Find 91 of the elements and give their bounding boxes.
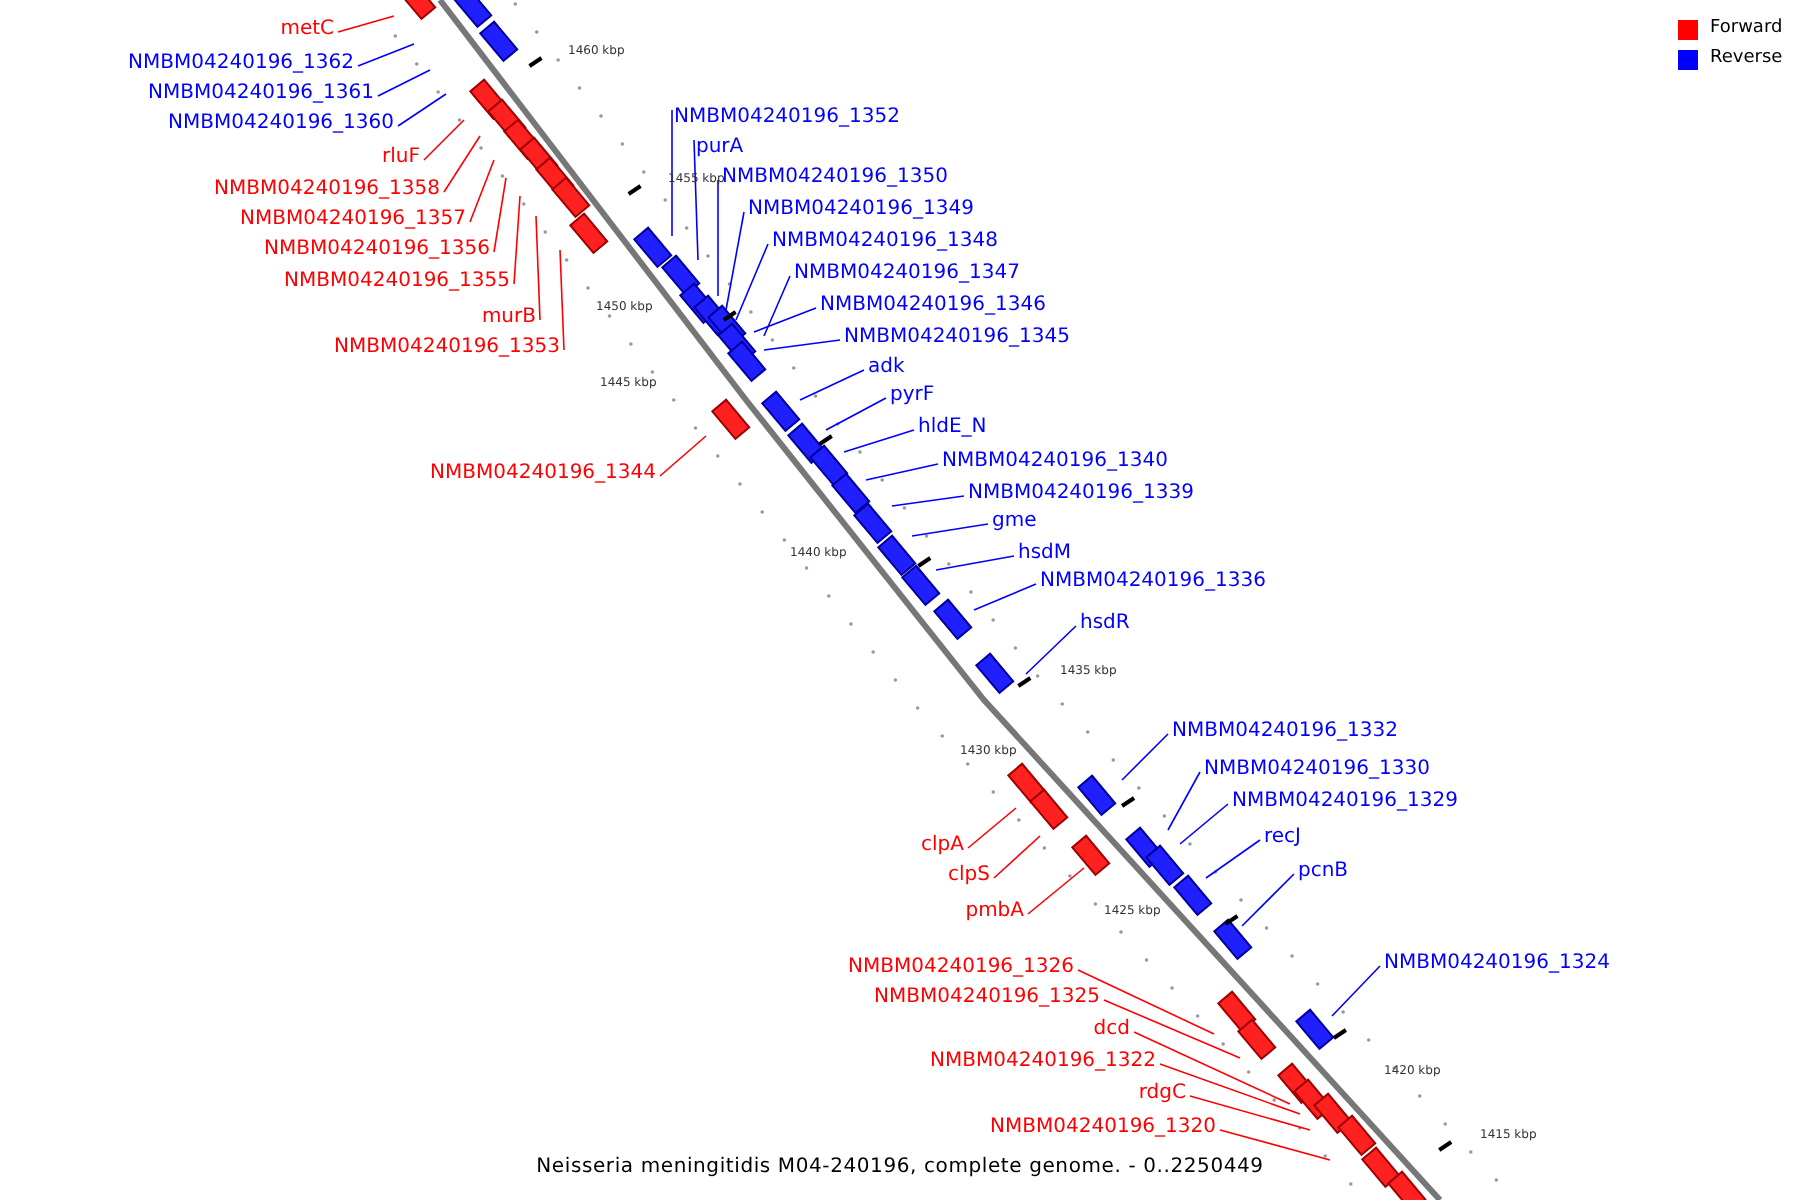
gene-label: NMBM04240196_1336 — [1040, 570, 1266, 594]
leader-line — [1027, 867, 1085, 915]
gene-label: NMBM04240196_1360 — [168, 112, 394, 136]
leader-line — [443, 135, 481, 193]
leader-line — [935, 555, 1015, 571]
leader-line — [891, 495, 965, 507]
gene-label: NMBM04240196_1326 — [848, 956, 1074, 980]
gene-label: NMBM04240196_1361 — [148, 82, 374, 106]
leader-line — [337, 15, 395, 33]
gene-label: pcnB — [1298, 860, 1349, 884]
gene-label: NMBM04240196_1350 — [722, 166, 948, 190]
caption: Neisseria meningitidis M04-240196, complete genome. - 0..2250449 — [534, 1156, 1266, 1180]
gene-label: purA — [696, 136, 744, 160]
legend-label: Forward — [1710, 16, 1783, 40]
gene-label: recJ — [1264, 826, 1301, 850]
gene-label: NMBM04240196_1352 — [674, 106, 900, 130]
gene-label: NMBM04240196_1320 — [990, 1116, 1216, 1140]
leader-line — [843, 429, 915, 453]
legend-label: Reverse — [1710, 46, 1783, 70]
leader-line — [911, 523, 989, 537]
leader-line — [377, 69, 431, 97]
gene-label: NMBM04240196_1322 — [930, 1050, 1156, 1074]
gene-label: NMBM04240196_1345 — [844, 326, 1070, 350]
gene-label: rdgC — [1138, 1082, 1186, 1106]
leader-line — [559, 249, 565, 351]
leader-line — [1133, 1031, 1291, 1105]
gene-label: NMBM04240196_1349 — [748, 198, 974, 222]
gene-label: NMBM04240196_1355 — [284, 270, 510, 294]
leader-line — [725, 211, 745, 311]
gene-label: metC — [280, 18, 334, 42]
gene-label: hsdM — [1018, 542, 1072, 566]
leader-line — [469, 159, 495, 223]
gene-label: dcd — [1093, 1018, 1130, 1042]
gene-label: gme — [992, 510, 1037, 534]
gene-label: pmbA — [965, 900, 1024, 924]
gene-label: NMBM04240196_1325 — [874, 986, 1100, 1010]
leader-line — [1159, 1063, 1301, 1115]
leader-line — [799, 369, 865, 401]
gene-label: hldE_N — [918, 416, 987, 440]
leader-line — [753, 307, 817, 333]
gene-label: adk — [868, 356, 905, 380]
gene-label: clpS — [948, 864, 990, 888]
leader-line — [1219, 1129, 1331, 1161]
gene-label: NMBM04240196_1356 — [264, 238, 490, 262]
gene-label: NMBM04240196_1347 — [794, 262, 1020, 286]
gene-label: rluF — [382, 146, 420, 170]
leader-line — [1121, 733, 1169, 781]
leader-line — [973, 583, 1037, 611]
leader-line — [535, 215, 541, 321]
leader-line — [993, 835, 1041, 879]
gene-label: NMBM04240196_1353 — [334, 336, 560, 360]
leader-line — [423, 119, 465, 161]
gene-label: NMBM04240196_1329 — [1232, 790, 1458, 814]
gene-label: NMBM04240196_1362 — [128, 52, 354, 76]
leader-line — [659, 435, 707, 477]
leader-line — [1189, 1095, 1311, 1131]
gene-label: clpA — [921, 834, 964, 858]
leader-line — [763, 275, 791, 337]
leader-line — [1241, 873, 1295, 927]
leader-line — [717, 179, 719, 297]
leader-line — [735, 243, 769, 321]
gene-label: NMBM04240196_1340 — [942, 450, 1168, 474]
gene-label: NMBM04240196_1324 — [1384, 952, 1610, 976]
leader-line — [1167, 771, 1201, 831]
leader-line — [967, 807, 1017, 849]
gene-label: NMBM04240196_1358 — [214, 178, 440, 202]
leader-line — [1025, 625, 1077, 675]
leader-line — [1205, 839, 1261, 879]
leader-line — [825, 397, 887, 431]
gene-label: NMBM04240196_1357 — [240, 208, 466, 232]
gene-label: NMBM04240196_1344 — [430, 462, 656, 486]
leader-line — [1103, 999, 1241, 1059]
leader-line — [1331, 965, 1381, 1017]
leader-line — [357, 43, 415, 67]
leader-line — [1077, 969, 1215, 1035]
gene-label: hsdR — [1080, 612, 1130, 636]
gene-label: NMBM04240196_1339 — [968, 482, 1194, 506]
gene-label: NMBM04240196_1346 — [820, 294, 1046, 318]
leader-line — [1179, 803, 1229, 845]
leader-line — [865, 463, 939, 481]
leader-line — [397, 93, 447, 127]
leader-line — [693, 139, 699, 261]
gene-label: pyrF — [890, 384, 935, 408]
gene-label: NMBM04240196_1332 — [1172, 720, 1398, 744]
leader-line — [513, 195, 521, 285]
leader-line — [493, 177, 507, 253]
gene-label: murB — [481, 306, 536, 330]
leader-line — [763, 339, 841, 351]
gene-label: NMBM04240196_1348 — [772, 230, 998, 254]
leader-line — [671, 109, 673, 237]
gene-label: NMBM04240196_1330 — [1204, 758, 1430, 782]
